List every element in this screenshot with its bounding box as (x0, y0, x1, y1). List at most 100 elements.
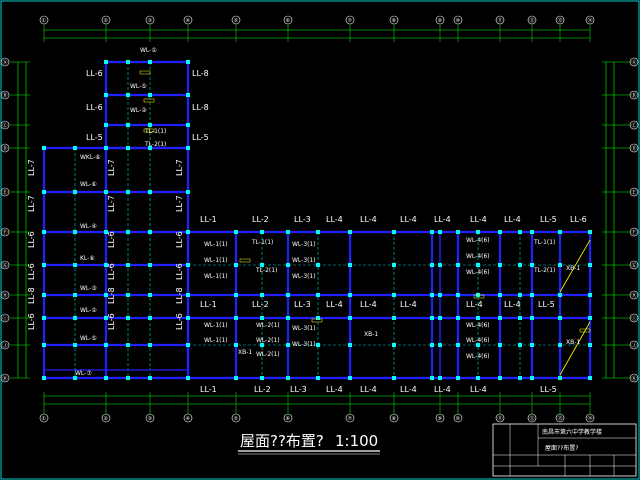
column (498, 376, 502, 380)
west-beam-label: KL-⑧ (80, 255, 95, 262)
axis-label-left: Ⓙ (3, 342, 8, 349)
column (104, 93, 108, 97)
west-beam-label: WKL-⑥ (80, 154, 101, 161)
axis-label-top: ④ (186, 18, 191, 24)
column (438, 376, 442, 380)
column (558, 316, 562, 320)
column (286, 316, 290, 320)
column (73, 343, 77, 347)
lower-beam-label: WL-4(6) (466, 322, 490, 329)
column (530, 263, 534, 267)
column (348, 293, 352, 297)
bottom-row-label: LL-4 (360, 385, 377, 394)
axis-label-bottom: ② (104, 416, 109, 422)
column (42, 230, 46, 234)
column (430, 343, 434, 347)
column (148, 263, 152, 267)
drawing-title: 屋面??布置? (240, 432, 324, 450)
column (234, 316, 238, 320)
axis-label-left: Ⓐ (3, 59, 8, 66)
axis-label-bottom: ⑩ (456, 416, 461, 422)
bottom-row-label: LL-4 (470, 385, 487, 394)
column (286, 293, 290, 297)
bottom-row-label: LL-3 (290, 385, 307, 394)
column (558, 293, 562, 297)
lower-beam-label: WL-2(1) (256, 337, 280, 344)
tag-mark (579, 328, 591, 333)
column (126, 60, 130, 64)
column (234, 293, 238, 297)
column (260, 230, 264, 234)
axis-label-bottom: ⑥ (286, 416, 291, 422)
top-row-label: LL-3 (294, 215, 311, 224)
column (42, 376, 46, 380)
west-row-label-right: LL-6 (175, 313, 184, 330)
column (186, 190, 190, 194)
column (476, 376, 480, 380)
tower-label-right: LL-8 (192, 69, 209, 78)
axis-label-top: ⑦ (348, 18, 353, 24)
column (348, 376, 352, 380)
column (588, 376, 592, 380)
axis-label-right: Ⓙ (632, 342, 637, 349)
column (186, 60, 190, 64)
lower-beam-label: WL-4(6) (466, 353, 490, 360)
mid-row-label: LL-4 (466, 300, 483, 309)
axis-label-top: ⑬ (558, 17, 563, 24)
upper-beam-label: TL-2(1) (533, 267, 555, 274)
column (392, 343, 396, 347)
column (558, 230, 562, 234)
column (558, 263, 562, 267)
bottom-row-label: LL-4 (434, 385, 451, 394)
tower-beam-label: WL-① (140, 47, 157, 54)
column (186, 316, 190, 320)
column (104, 293, 108, 297)
tag-mark (139, 70, 151, 75)
tower-label-left: LL-5 (86, 133, 103, 142)
axis-label-left: Ⓕ (3, 229, 8, 236)
column (148, 146, 152, 150)
top-row-label: LL-4 (434, 215, 451, 224)
lower-beam-label: WL-1(1) (204, 322, 228, 329)
lower-beam-label: XB-1 (364, 331, 378, 338)
lower-beam-label: XB-1 (566, 339, 580, 346)
axis-label-right: Ⓑ (632, 92, 637, 99)
axis-label-top: ① (42, 18, 47, 24)
column (148, 123, 152, 127)
west-row-label: LL-7 (27, 159, 36, 176)
mid-row-label: LL-4 (504, 300, 521, 309)
column (456, 293, 460, 297)
column (104, 376, 108, 380)
xb-diagonal (559, 321, 591, 376)
column (438, 343, 442, 347)
upper-beam-label: WL-4(6) (466, 269, 490, 276)
west-beam-label: WL-② (80, 307, 97, 314)
column (260, 263, 264, 267)
axis-bubble-left (0, 227, 10, 237)
axis-label-left: Ⓑ (3, 92, 8, 99)
axis-label-right: Ⓚ (632, 375, 637, 382)
column (498, 316, 502, 320)
column (148, 190, 152, 194)
column (104, 230, 108, 234)
column (73, 230, 77, 234)
axis-bubble-left (0, 90, 10, 100)
xb-diagonal (559, 239, 591, 293)
column (260, 343, 264, 347)
west-row-label: LL-7 (27, 195, 36, 212)
column (104, 190, 108, 194)
top-row-label: LL-4 (360, 215, 377, 224)
axis-bubble-left (0, 260, 10, 270)
upper-beam-label: WL-3(1) (292, 257, 316, 264)
lower-beam-label: WL-3(1) (292, 341, 316, 348)
axis-label-bottom: ⑪ (498, 415, 503, 422)
column (588, 293, 592, 297)
column (104, 263, 108, 267)
tower-label-left: LL-6 (86, 103, 103, 112)
column (148, 230, 152, 234)
top-row-label: LL-5 (540, 215, 557, 224)
axis-label-right: Ⓖ (632, 262, 637, 269)
column (348, 263, 352, 267)
